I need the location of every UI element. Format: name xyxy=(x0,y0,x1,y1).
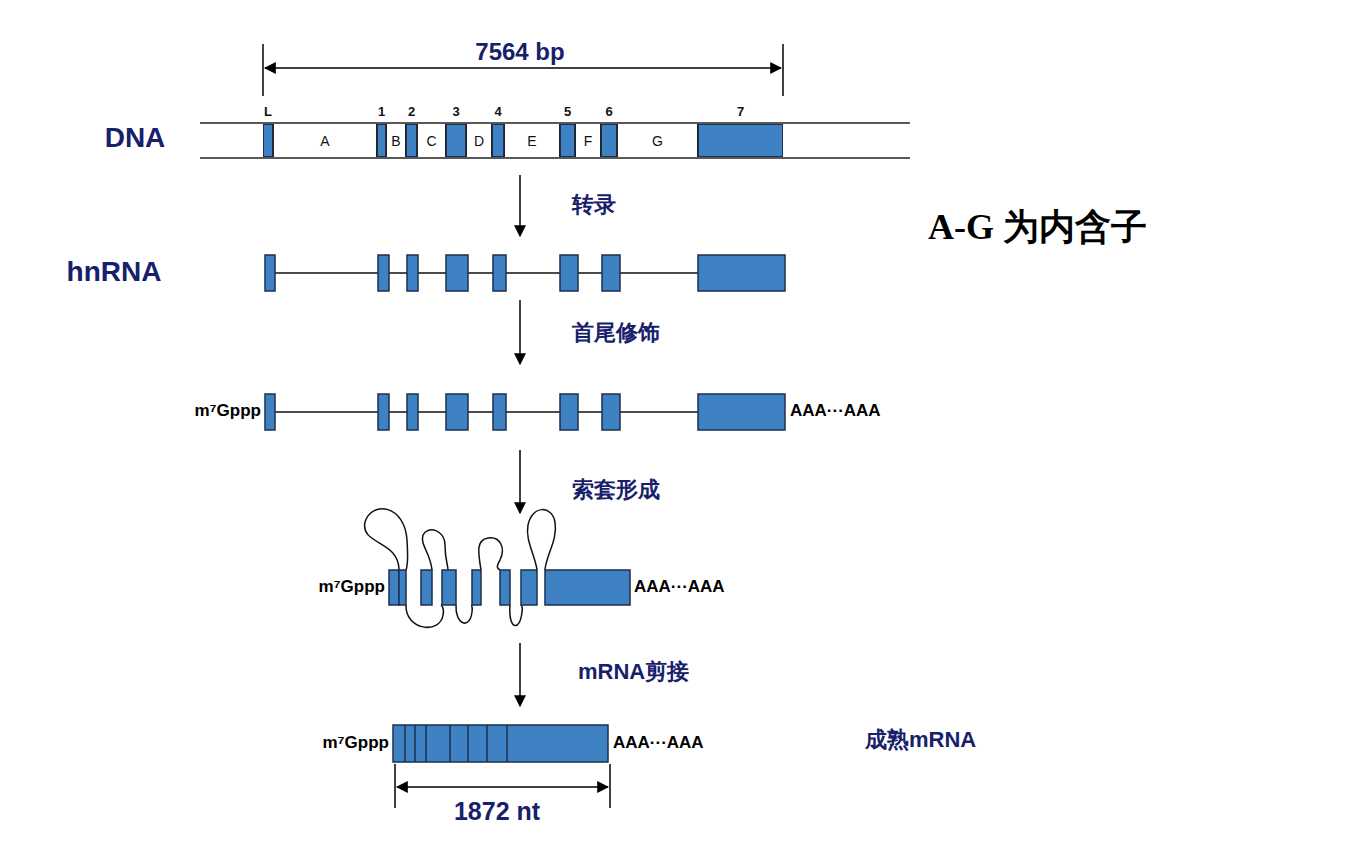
exon-box: 3 xyxy=(446,124,466,157)
exon-box: 6 xyxy=(601,124,617,157)
intron-box: A xyxy=(273,124,377,157)
polya-label: AAA···AAA xyxy=(634,578,725,597)
step-label: 转录 xyxy=(572,193,616,217)
dimension-label: 1872 nt xyxy=(454,798,540,826)
intron-box: D xyxy=(466,124,492,157)
exon-number: 6 xyxy=(605,105,612,118)
exon-number: 4 xyxy=(494,105,501,118)
dimension-label: 7564 bp xyxy=(475,39,564,65)
lariat-row xyxy=(365,509,630,628)
row-label: 成熟mRNA xyxy=(865,728,976,752)
row-label: hnRNA xyxy=(67,257,162,288)
intron-box: C xyxy=(417,124,446,157)
exon-box: 5 xyxy=(560,124,575,157)
cap-label: m⁷Gppp xyxy=(322,734,389,753)
row-label: DNA xyxy=(105,123,166,154)
intron-letter: E xyxy=(527,134,536,148)
exon-number: L xyxy=(264,105,272,118)
cap-label: m⁷Gppp xyxy=(194,402,261,421)
exon-number: 1 xyxy=(378,105,385,118)
polya-label: AAA···AAA xyxy=(613,734,704,753)
capped-row xyxy=(265,394,785,430)
dna-strands xyxy=(200,123,910,158)
step-label: 索套形成 xyxy=(572,478,660,502)
step-label: 首尾修饰 xyxy=(572,321,660,345)
mature-mrna xyxy=(393,725,608,762)
polya-label: AAA···AAA xyxy=(790,402,881,421)
exon-box: 4 xyxy=(492,124,504,157)
intron-letter: G xyxy=(652,134,663,148)
intron-box: E xyxy=(504,124,560,157)
intron-box: B xyxy=(386,124,406,157)
intron-letter: D xyxy=(474,134,484,148)
process-arrows xyxy=(519,175,521,706)
exon-number: 3 xyxy=(452,105,459,118)
exon-box: 2 xyxy=(406,124,417,157)
intron-letter: A xyxy=(320,134,329,148)
step-label: mRNA剪接 xyxy=(578,660,689,684)
intron-box: G xyxy=(617,124,698,157)
intron-box: F xyxy=(575,124,601,157)
note: A-G 为内含子 xyxy=(928,208,1147,248)
hnrna-row xyxy=(265,255,785,291)
exon-box: 7 xyxy=(698,124,783,157)
exon-number: 2 xyxy=(408,105,415,118)
exon-number: 7 xyxy=(737,105,744,118)
intron-letter: C xyxy=(426,134,436,148)
exon-box: L xyxy=(263,124,273,157)
cap-label: m⁷Gppp xyxy=(318,578,385,597)
exon-box: 1 xyxy=(377,124,386,157)
intron-letter: F xyxy=(584,134,593,148)
exon-number: 5 xyxy=(564,105,571,118)
intron-letter: B xyxy=(391,134,400,148)
